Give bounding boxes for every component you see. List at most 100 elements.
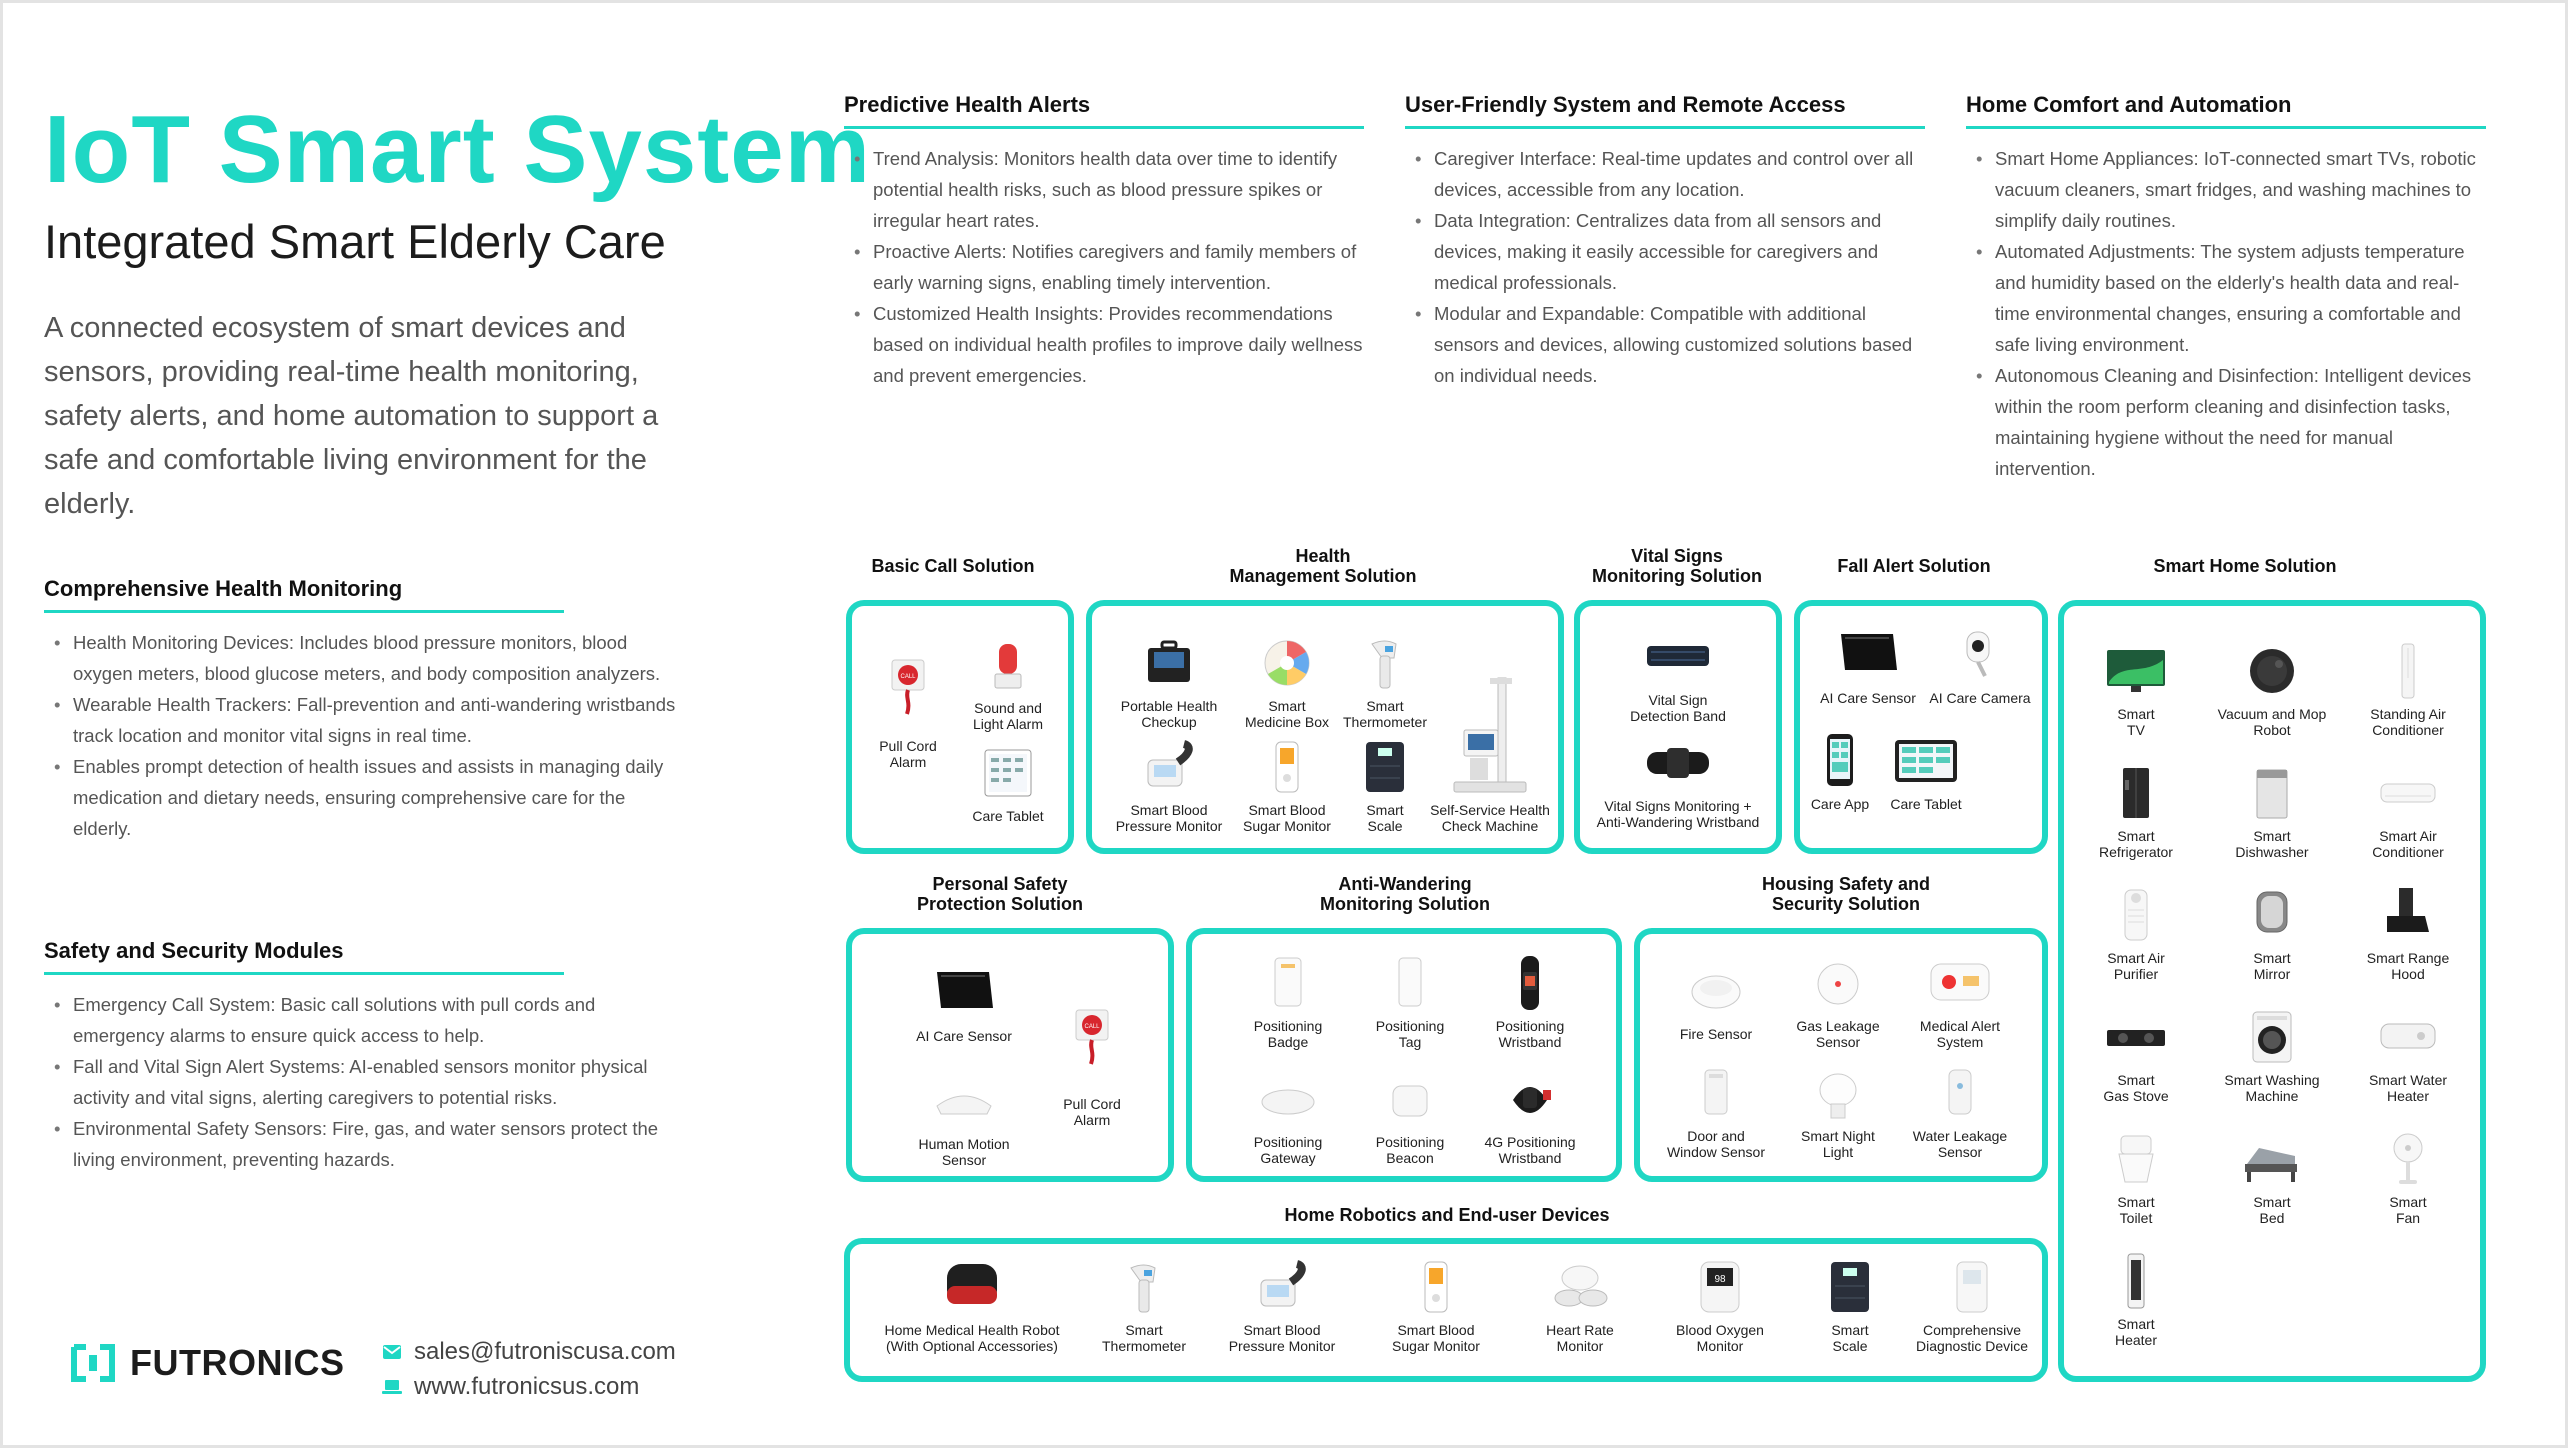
device-care-tablet: Care Tablet [1851, 732, 2001, 812]
home-robotics-box: Home Medical Health Robot (With Optional… [844, 1238, 2048, 1382]
list-item: Smart Home Appliances: IoT-connected sma… [1966, 143, 2486, 236]
device-label: Door and Window Sensor [1666, 1128, 1766, 1160]
device-gas-sensor: Gas Leakage Sensor [1763, 954, 1913, 1050]
device-medicine-box: Smart Medicine Box [1212, 634, 1362, 730]
device-label: Smart Thermometer [1342, 698, 1428, 730]
device-label: Smart Washing Machine [2224, 1072, 2320, 1104]
device-label: Smart Blood Sugar Monitor [1243, 802, 1331, 834]
list-item: Trend Analysis: Monitors health data ove… [844, 143, 1364, 236]
device-positioning-tag: Positioning Tag [1335, 954, 1485, 1050]
door-sensor-icon [1683, 1064, 1749, 1122]
device-positioning-beacon: Positioning Beacon [1335, 1070, 1485, 1166]
vital-signs-box: Vital Sign Detection Band Vital Signs Mo… [1574, 600, 1782, 854]
device-label: Smart Scale [1366, 802, 1404, 834]
device-portable-health-checkup: Portable Health Checkup [1094, 634, 1244, 730]
svg-text:CALL: CALL [1084, 1024, 1100, 1030]
bed-icon [2239, 1130, 2305, 1188]
device-door-sensor: Door and Window Sensor [1641, 1064, 1791, 1160]
list-item: Fall and Vital Sign Alert Systems: AI-en… [44, 1051, 684, 1113]
device-tv: Smart TV [2061, 642, 2211, 738]
device-thermometer: Smart Thermometer [1310, 634, 1460, 730]
gas-stove-icon [2103, 1008, 2169, 1066]
device-heater: Smart Heater [2061, 1252, 2211, 1348]
home-comfort-section: Home Comfort and Automation Smart Home A… [1966, 92, 2486, 484]
website-contact[interactable]: www.futronicsus.com [382, 1373, 639, 1401]
email-contact[interactable]: sales@futroniscusa.com [382, 1338, 676, 1366]
device-label: Positioning Gateway [1253, 1134, 1323, 1166]
health-robot-icon [939, 1258, 1005, 1316]
thermometer-icon [1352, 634, 1418, 692]
device-label: Smart TV [2117, 706, 2155, 738]
vacuum-robot-icon [2239, 642, 2305, 700]
sound-light-alarm-icon [975, 636, 1041, 694]
device-label: Vacuum and Mop Robot [2217, 706, 2327, 738]
device-label: 4G Positioning Wristband [1484, 1134, 1576, 1166]
vital-sign-band-icon [1613, 628, 1743, 686]
website-link[interactable]: www.futronicsus.com [414, 1373, 640, 1400]
device-label: Positioning Tag [1375, 1018, 1445, 1050]
personal-safety-title: Personal Safety Protection Solution [917, 874, 1083, 914]
section-heading: Comprehensive Health Monitoring [44, 576, 564, 613]
wristband-icon [1613, 734, 1743, 792]
device-night-light: Smart Night Light [1763, 1064, 1913, 1160]
gateway-icon [1255, 1070, 1321, 1128]
device-label: AI Care Sensor [1820, 690, 1916, 706]
bullet-list: Emergency Call System: Basic call soluti… [44, 989, 684, 1175]
device-label: Comprehensive Diagnostic Device [1915, 1322, 2029, 1354]
svg-text:CALL: CALL [900, 674, 916, 680]
tag-icon [1377, 954, 1443, 1012]
vital-signs-title: Vital Signs Monitoring Solution [1592, 546, 1762, 586]
bullet-list: Smart Home Appliances: IoT-connected sma… [1966, 143, 2486, 484]
device-gas-stove: Smart Gas Stove [2061, 1008, 2211, 1104]
list-item: Automated Adjustments: The system adjust… [1966, 236, 2486, 360]
smart-scale-icon [1817, 1258, 1883, 1316]
bullet-list: Trend Analysis: Monitors health data ove… [844, 143, 1364, 391]
smart-scale-icon [1352, 738, 1418, 796]
device-standing-ac: Standing Air Conditioner [2333, 642, 2483, 738]
device-refrigerator: Smart Refrigerator [2061, 764, 2211, 860]
device-label: Positioning Beacon [1375, 1134, 1445, 1166]
device-label: Smart Thermometer [1101, 1322, 1187, 1354]
blood-pressure-monitor-icon [1136, 738, 1202, 796]
device-blood-sugar-monitor: Smart Blood Sugar Monitor [1212, 738, 1362, 834]
home-robotics-title: Home Robotics and End-user Devices [1284, 1205, 1610, 1225]
device-label: Standing Air Conditioner [2370, 706, 2446, 738]
device-label: Medical Alert System [1919, 1018, 2001, 1050]
email-link[interactable]: sales@futroniscusa.com [414, 1338, 676, 1365]
device-mirror: Smart Mirror [2197, 886, 2347, 982]
device-thermometer: Smart Thermometer [1069, 1258, 1219, 1354]
device-label: Vital Signs Monitoring + Anti-Wandering … [1596, 798, 1760, 830]
bullet-list: Caregiver Interface: Real-time updates a… [1405, 143, 1925, 391]
care-tablet-icon [1881, 732, 1971, 790]
anti-wandering-box: Positioning Badge Positioning Tag Positi… [1186, 928, 1622, 1182]
device-blood-pressure-monitor: Smart Blood Pressure Monitor [1207, 1258, 1357, 1354]
device-label: Smart Blood Pressure Monitor [1115, 802, 1223, 834]
device-label: Smart Fan [2389, 1194, 2427, 1226]
device-blood-pressure-monitor: Smart Blood Pressure Monitor [1094, 738, 1244, 834]
device-label: Portable Health Checkup [1120, 698, 1218, 730]
device-fire-sensor: Fire Sensor [1641, 962, 1791, 1042]
bullet-list: Health Monitoring Devices: Includes bloo… [44, 627, 684, 844]
fall-alert-title: Fall Alert Solution [1837, 556, 1991, 576]
device-label: Smart Mirror [2253, 950, 2291, 982]
device-label: Smart Air Conditioner [2372, 828, 2444, 860]
device-ai-care-sensor: AI Care Sensor [889, 964, 1039, 1044]
device-care-app: Care App [1765, 732, 1915, 812]
svg-text:98: 98 [1714, 1274, 1726, 1285]
device-label: Smart Range Hood [2366, 950, 2450, 982]
device-label: Water Leakage Sensor [1912, 1128, 2008, 1160]
blood-pressure-monitor-icon [1249, 1258, 1315, 1316]
motion-sensor-icon [931, 1072, 997, 1130]
device-health-robot: Home Medical Health Robot (With Optional… [867, 1258, 1077, 1354]
device-label: Positioning Badge [1253, 1018, 1323, 1050]
device-ai-care-sensor: AI Care Sensor [1793, 626, 1943, 706]
remote-access-section: User-Friendly System and Remote Access C… [1405, 92, 1925, 391]
device-wall-ac: Smart Air Conditioner [2333, 764, 2483, 860]
wall-ac-icon [2375, 764, 2441, 822]
health-management-title: Health Management Solution [1229, 546, 1417, 586]
toilet-icon [2103, 1130, 2169, 1188]
device-label: Gas Leakage Sensor [1796, 1018, 1880, 1050]
predictive-alerts-section: Predictive Health Alerts Trend Analysis:… [844, 92, 1364, 391]
device-medical-alert: Medical Alert System [1885, 954, 2035, 1050]
